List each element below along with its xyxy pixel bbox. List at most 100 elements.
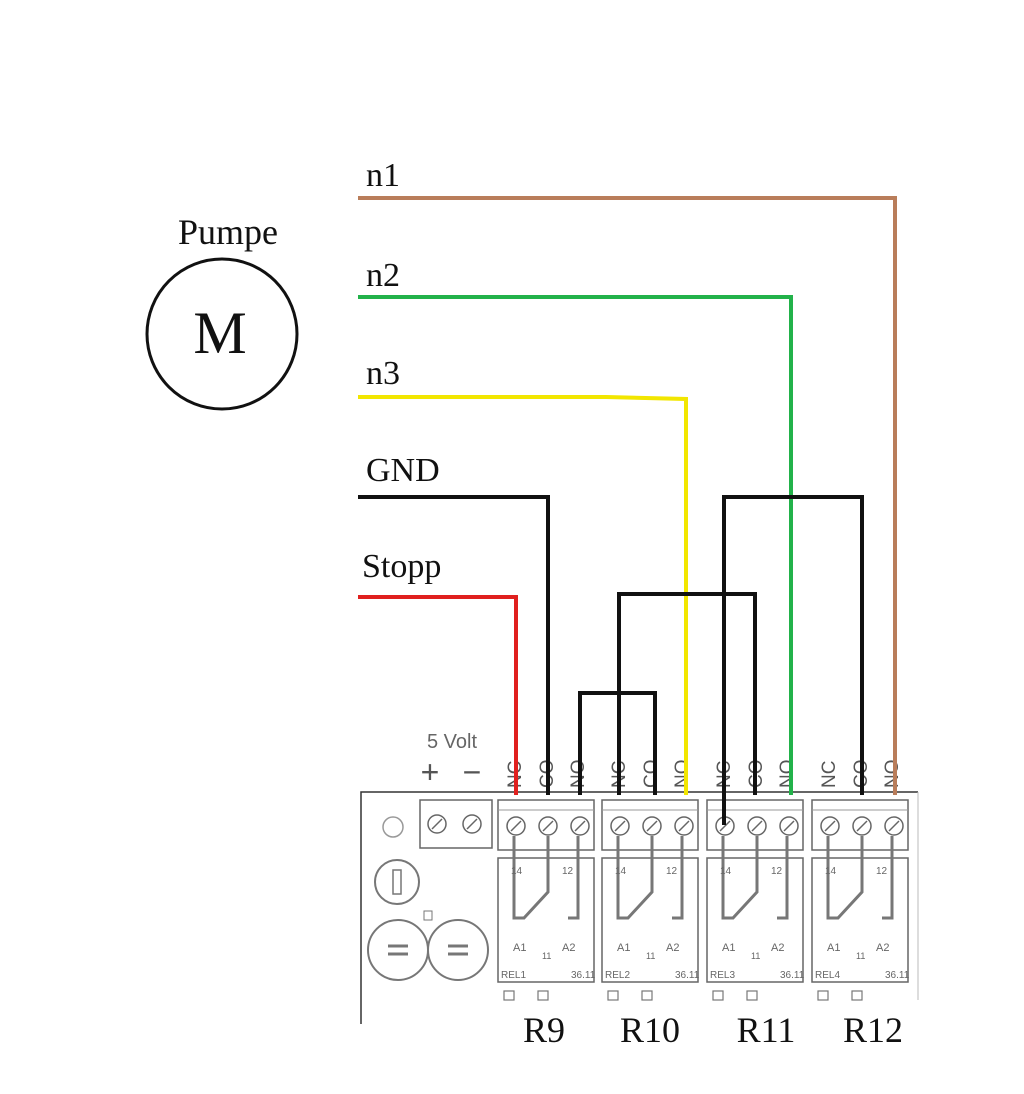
wire-label-n3: n3	[366, 355, 400, 392]
relay-part-label: 36.11	[675, 970, 700, 981]
terminal-label-no: NO	[882, 760, 903, 789]
supply-screw-plus	[427, 814, 447, 834]
wire-n2	[358, 295, 793, 795]
relay-pin-a2: A2	[876, 942, 889, 954]
fuse-holder	[374, 859, 420, 905]
led-indicator	[382, 816, 404, 838]
terminal-screw-co	[852, 816, 872, 836]
relay-pin-12: 12	[771, 866, 783, 877]
relay-contact	[721, 836, 759, 920]
supply-label: 5 Volt	[427, 731, 477, 753]
terminal-screw-nc	[610, 816, 630, 836]
wire-label-n1: n1	[366, 157, 400, 194]
relay-part-label: 36.11	[885, 970, 910, 981]
fuse	[392, 869, 402, 895]
small-component	[423, 910, 433, 921]
relay-name-r11: R11	[737, 1010, 796, 1050]
wire-n3	[358, 395, 688, 795]
pump-title: Pumpe	[178, 212, 278, 252]
terminal-label-co: CO	[641, 760, 662, 789]
pump-motor: Pumpe M	[145, 212, 299, 411]
wire-label-gnd: GND	[366, 452, 440, 489]
relay-pin-a2: A2	[771, 942, 784, 954]
relay-pin-12: 12	[876, 866, 888, 877]
relay-pin-14: 14	[825, 866, 837, 877]
relay-pin-11: 11	[751, 951, 760, 961]
relay-contact	[616, 836, 654, 920]
relay-pin-a1: A1	[513, 942, 526, 954]
relay-contact-no	[882, 836, 894, 920]
jumper-r11-nc-to-r12-co	[722, 495, 864, 825]
relay-pin-14: 14	[615, 866, 627, 877]
wire-labels: n1 n2 n3 GND Stopp	[362, 157, 441, 585]
relay-board-label: REL4	[815, 970, 840, 981]
terminal-screw-co	[747, 816, 767, 836]
relay-part-label: 36.11	[780, 970, 805, 981]
motor-circle	[145, 257, 299, 411]
relay-pin-11: 11	[542, 951, 551, 961]
relay-pin-14: 14	[720, 866, 732, 877]
terminal-screw-no	[674, 816, 694, 836]
relay-pin-a1: A1	[617, 942, 630, 954]
wire-stopp	[358, 595, 518, 795]
terminal-screw-no	[779, 816, 799, 836]
capacitor-left	[367, 919, 429, 981]
relay-contact-no	[568, 836, 580, 920]
relay-part-label: 36.11	[571, 970, 596, 981]
relay-board-label: REL2	[605, 970, 630, 981]
relay-pin-a2: A2	[562, 942, 575, 954]
footprint-mark	[537, 990, 549, 1001]
wires	[358, 196, 897, 825]
terminal-screw-nc	[820, 816, 840, 836]
terminal-label-nc: NC	[819, 761, 840, 788]
supply-screw-minus	[462, 814, 482, 834]
footprint-mark	[607, 990, 619, 1001]
board-edge	[360, 791, 918, 1024]
relay-pin-a2: A2	[666, 942, 679, 954]
footprint-mark	[746, 990, 758, 1001]
terminal-screw-nc	[506, 816, 526, 836]
footprint-mark	[851, 990, 863, 1001]
relay-pin-12: 12	[666, 866, 678, 877]
wire-label-stopp: Stopp	[362, 548, 441, 585]
terminal-screw-co	[642, 816, 662, 836]
relay-pin-12: 12	[562, 866, 574, 877]
relay-contact	[512, 836, 550, 920]
footprint-mark	[641, 990, 653, 1001]
supply-screws	[427, 814, 482, 834]
supply-plus: +	[421, 754, 440, 790]
relay-pin-a1: A1	[827, 942, 840, 954]
supply-minus: −	[463, 754, 482, 790]
wire-label-n2: n2	[366, 257, 400, 294]
footprint-mark	[503, 990, 515, 1001]
relay-pin-a1: A1	[722, 942, 735, 954]
capacitor-right	[427, 919, 489, 981]
terminal-label-no: NO	[777, 760, 798, 789]
terminal-screw-no	[570, 816, 590, 836]
relay-pin-14: 14	[511, 866, 523, 877]
terminal-screw-no	[884, 816, 904, 836]
motor-symbol: M	[193, 300, 246, 366]
relay-name-r10: R10	[620, 1010, 680, 1050]
jumper-r10-nc-to-r11-co	[617, 592, 757, 795]
relay-contact-no	[672, 836, 684, 920]
relay-names: R9 R10 R11 R12	[523, 1010, 903, 1050]
relay-contact	[826, 836, 864, 920]
terminal-screw-co	[538, 816, 558, 836]
relay-board-label: REL3	[710, 970, 735, 981]
footprint-mark	[817, 990, 829, 1001]
terminal-label-no: NO	[672, 760, 693, 789]
relay-pin-11: 11	[646, 951, 655, 961]
wire-gnd	[358, 495, 550, 795]
footprint-mark	[712, 990, 724, 1001]
relay-contact-no	[777, 836, 789, 920]
relay-pin-11: 11	[856, 951, 865, 961]
relay-name-r9: R9	[523, 1010, 565, 1050]
